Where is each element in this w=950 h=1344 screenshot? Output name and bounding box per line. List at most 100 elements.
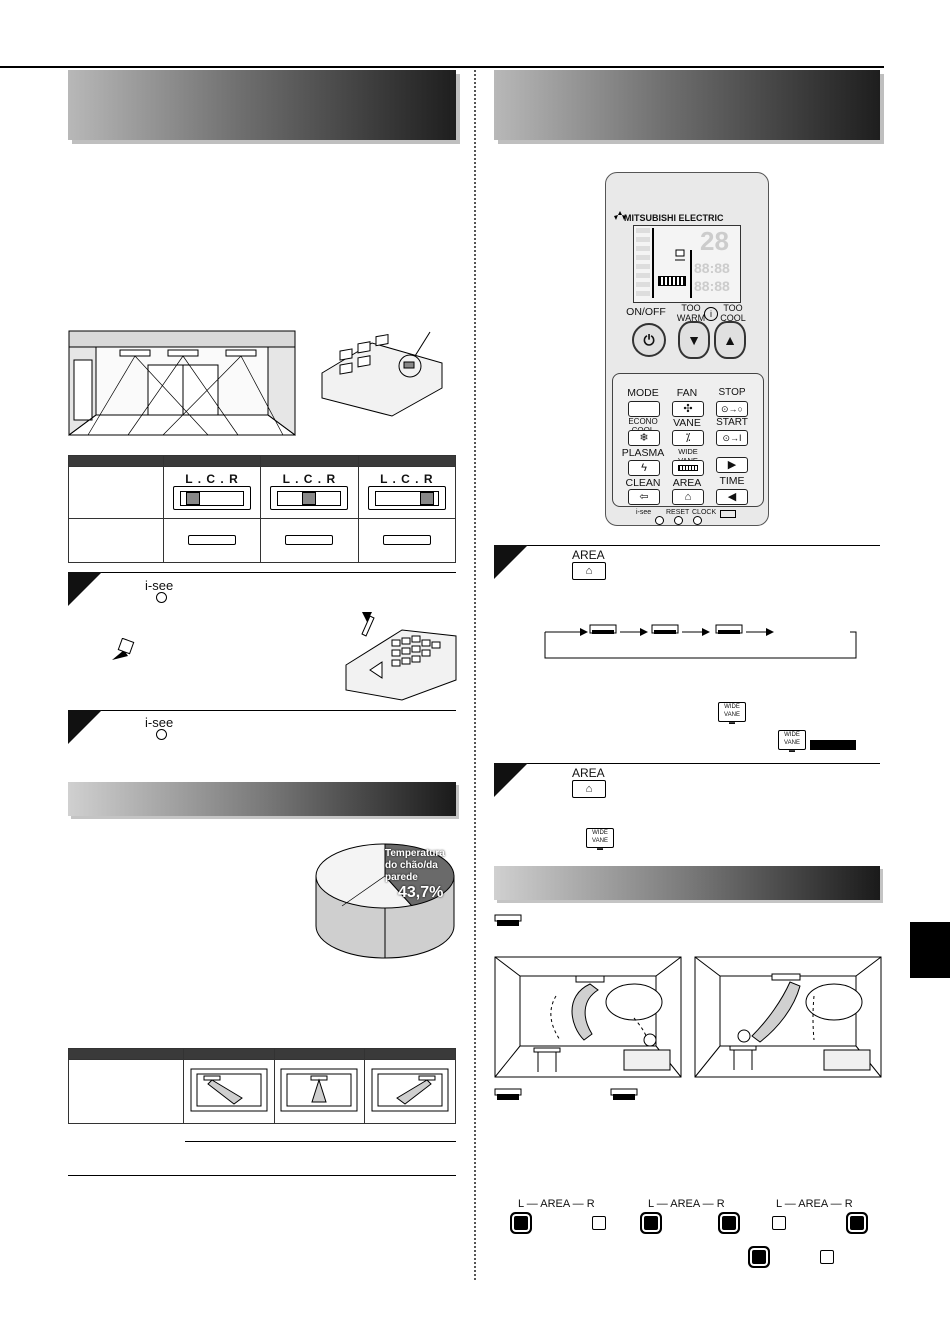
step-marker-right-1: [494, 545, 528, 579]
temp-down-button[interactable]: ▼: [678, 321, 710, 359]
start-timer-button[interactable]: ⊙→I: [716, 430, 748, 446]
led-1-left-blinking-icon: [514, 1216, 528, 1230]
black-tag: [810, 740, 856, 750]
rule-short: [185, 1141, 456, 1142]
too-warm-label: TOO WARM: [676, 303, 706, 323]
section-header-right-2: [494, 866, 880, 900]
wide-vane-text-2: WIDE VANE: [784, 732, 800, 746]
section-header-right-1: [494, 70, 880, 140]
unit-center-icon: [285, 534, 334, 545]
on-off-button[interactable]: ⏻: [632, 323, 666, 357]
section-header-left-1: [68, 70, 456, 140]
step-bar-left-1: [68, 572, 456, 573]
reset-pin-hole[interactable]: [674, 516, 683, 525]
top-rule: [0, 66, 884, 68]
time-up-button[interactable]: ▶: [716, 457, 748, 473]
battery-icon: [720, 510, 736, 518]
area-button-icon-1: ⌂: [572, 562, 606, 580]
i-see-label-1: i-see: [145, 578, 174, 593]
lcd-i-see-icon: [674, 248, 686, 261]
i-see-sensor-icon: [112, 638, 135, 660]
remote-lcd: 28 88:88 88:88: [633, 225, 741, 303]
step-marker-right-2: [494, 763, 528, 797]
led-3-left-off-icon: [772, 1216, 786, 1230]
room-scene-left: [494, 956, 682, 1078]
led-left-label-2: L: [648, 1198, 654, 1210]
clean-label: CLEAN: [625, 477, 661, 489]
step-bar-left-2: [68, 710, 456, 711]
wide-vane-icon-3: WIDE VANE▬: [586, 828, 614, 852]
step-marker-left-1: [68, 572, 102, 606]
clean-button[interactable]: ⇦: [628, 489, 660, 505]
area-label-step2: AREA: [572, 766, 605, 780]
pen-press-illustration: [345, 612, 457, 701]
wide-vane-icon-2: WIDE VANE▬: [778, 730, 806, 754]
stop-label: STOP: [718, 387, 746, 398]
i-see-button-icon-2: [156, 729, 167, 740]
switch-right-icon: [367, 486, 446, 510]
lcd-divider: [652, 228, 654, 298]
pie-value: 43,7%: [398, 884, 444, 901]
wide-vane-icon-1: WIDE VANE▬: [718, 702, 746, 726]
unit-left-icon: [188, 534, 237, 545]
area-label: AREA: [672, 477, 702, 489]
led-right-label-2: R: [716, 1198, 725, 1210]
table-sensor-areas: [68, 1048, 456, 1124]
sensor-area-center-icon: [280, 1068, 358, 1112]
room-scene-right: [694, 956, 882, 1078]
switch-label-r: L . C . R: [380, 472, 434, 486]
switch-label-c: L . C . R: [282, 472, 337, 486]
indoor-unit-switch-illustration: [321, 331, 443, 417]
lcd-time-1: 88:88: [694, 260, 730, 276]
vane-button[interactable]: ⁒: [672, 430, 704, 446]
plasma-button[interactable]: ϟ: [628, 460, 660, 476]
area-button[interactable]: ⌂: [672, 489, 704, 505]
econo-cool-button[interactable]: ❄: [628, 430, 660, 446]
legend-led-blinking-icon: [752, 1250, 766, 1264]
column-divider: [474, 70, 476, 1280]
clock-label: CLOCK: [692, 509, 717, 516]
area-button-icon-2: ⌂: [572, 780, 606, 798]
led-right-label: R: [586, 1198, 595, 1210]
fan-label: FAN: [676, 387, 698, 399]
led-left-label-3: L: [776, 1198, 782, 1210]
switch-center-icon: [270, 486, 349, 510]
i-see-small-label: i-see: [636, 509, 652, 516]
step-bar-right-1: [494, 545, 880, 546]
led-panel-3: L — AREA — R: [776, 1198, 853, 1210]
area-cycle-diagram: [544, 624, 857, 659]
pie-label: Temperatura do chão/da parede: [385, 848, 445, 883]
section-header-left-2: [68, 782, 456, 816]
remote-control: MITSUBISHI ELECTRIC 28 88:88 88:88 ON/OF…: [605, 172, 769, 526]
pie-slice-rest: [315, 843, 413, 909]
fan-button[interactable]: ✣: [672, 401, 704, 417]
legend-led-off-icon: [820, 1250, 834, 1264]
room-illustration: [68, 330, 296, 436]
switch-left-icon: [173, 486, 252, 510]
stop-timer-button[interactable]: ⊙→○: [716, 401, 748, 417]
remote-brand: MITSUBISHI ELECTRIC: [624, 213, 724, 223]
i-see-button-icon-1: [156, 592, 167, 603]
clock-pin-hole[interactable]: [693, 516, 702, 525]
led-2-right-blinking-icon: [722, 1216, 736, 1230]
start-label: START: [716, 417, 748, 428]
led-area-label-2: AREA: [670, 1198, 700, 1210]
lcd-time-2: 88:88: [694, 278, 730, 294]
lcd-wide-vane-icon: [658, 276, 686, 286]
lcd-divider-2: [690, 250, 692, 298]
wide-vane-button[interactable]: [672, 460, 704, 476]
mode-button[interactable]: [628, 401, 660, 417]
wide-vane-unit-icon: [494, 914, 522, 926]
i-see-pin-hole[interactable]: [655, 516, 664, 525]
pie-slice-floor-wall: [384, 843, 455, 907]
vane-label: VANE: [673, 417, 701, 429]
temp-up-button[interactable]: ▲: [714, 321, 746, 359]
table-switch-positions: L . C . R L . C . R L . C . R: [68, 455, 457, 563]
mode-label: MODE: [627, 387, 659, 399]
wide-vane-icon-scene-right: [610, 1088, 638, 1100]
sensor-area-left-icon: [190, 1068, 268, 1112]
on-off-label: ON/OFF: [626, 306, 666, 318]
time-down-button[interactable]: ◀: [716, 489, 748, 505]
too-cool-label: TOO COOL: [720, 303, 746, 323]
chapter-tab: [910, 922, 950, 978]
